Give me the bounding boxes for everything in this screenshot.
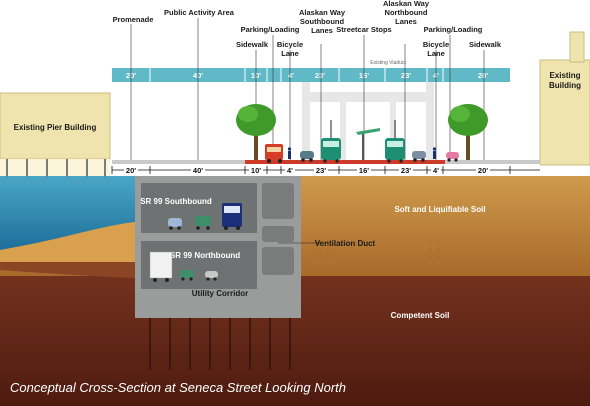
dim-sidewalk-right: 20'	[478, 71, 488, 80]
seabed-slope	[0, 222, 135, 262]
truck-icon	[265, 144, 283, 163]
label-alaskan-sb-1: Alaskan Way	[299, 8, 346, 17]
svg-text:20': 20'	[478, 166, 488, 175]
streetcar-icon	[321, 120, 341, 163]
label-alaskan-nb-1: Alaskan Way	[383, 0, 430, 8]
streetcar-shelter-icon	[356, 128, 380, 160]
svg-text:23': 23'	[316, 166, 326, 175]
svg-text:10': 10'	[251, 166, 261, 175]
dim-bike-left: 4'	[288, 71, 294, 80]
label-alaskan-sb-2: Southbound	[300, 17, 345, 26]
label-lane-left: Lane	[281, 49, 299, 58]
label-alaskan-nb-2: Northbound	[385, 8, 428, 17]
label-promenade: Promenade	[113, 15, 154, 24]
pier-piles	[6, 159, 106, 177]
existing-viaduct-label: Existing Viaduct	[370, 60, 406, 66]
svg-text:20': 20'	[126, 166, 136, 175]
car-icon	[195, 216, 211, 230]
car-icon	[300, 151, 314, 162]
label-sr99-northbound: SR 99 Northbound	[170, 251, 240, 260]
tree-icon	[448, 104, 488, 162]
existing-building	[539, 59, 590, 166]
label-alaskan-nb-3: Lanes	[395, 17, 417, 26]
existing-building-label-2: Building	[549, 81, 581, 90]
person-icon	[432, 147, 437, 159]
label-competent-soil: Competent Soil	[391, 311, 450, 320]
svg-text:4': 4'	[287, 166, 293, 175]
ventilation-duct	[262, 247, 294, 275]
leader-lines	[130, 18, 485, 160]
label-soft-soil: Soft and Liquifiable Soil	[394, 205, 485, 214]
foundation-piles	[149, 318, 291, 370]
top-labels: Promenade Public Activity Area Sidewalk …	[113, 0, 502, 58]
streetcar-icon	[385, 120, 405, 163]
label-sidewalk-right: Sidewalk	[469, 40, 502, 49]
label-sidewalk-left: Sidewalk	[236, 40, 269, 49]
label-utility-corridor: Utility Corridor	[192, 289, 248, 298]
label-lane-right: Lane	[427, 49, 445, 58]
dimension-bar	[112, 68, 510, 82]
car-icon	[168, 218, 182, 230]
person-icon	[287, 147, 292, 159]
pier-building-label: Existing Pier Building	[14, 123, 97, 132]
label-sr99-southbound: SR 99 Southbound	[140, 197, 212, 206]
car-icon	[205, 271, 218, 281]
label-alaskan-sb-3: Lanes	[311, 26, 333, 35]
label-ventilation-duct: Ventilation Duct	[315, 239, 376, 248]
car-icon	[446, 152, 459, 162]
truck-icon	[222, 203, 242, 230]
dim-nb-lanes: 23'	[401, 71, 411, 80]
truck-icon	[149, 251, 173, 282]
svg-text:23': 23'	[401, 166, 411, 175]
dim-sb-lanes: 23'	[315, 71, 325, 80]
roadway	[245, 160, 445, 164]
label-parking-loading-right: Parking/Loading	[424, 25, 483, 34]
svg-text:40': 40'	[193, 166, 203, 175]
water	[0, 176, 135, 250]
label-bicycle-left: Bicycle	[277, 40, 303, 49]
car-icon	[180, 270, 194, 281]
existing-building-label-1: Existing	[549, 71, 580, 80]
diagram-caption: Conceptual Cross-Section at Seneca Stree…	[10, 380, 346, 395]
label-bicycle-right: Bicycle	[423, 40, 449, 49]
label-parking-loading-left: Parking/Loading	[241, 25, 300, 34]
label-public-activity-area: Public Activity Area	[164, 8, 235, 17]
car-icon	[412, 151, 426, 162]
tree-icon	[236, 104, 276, 162]
svg-text:4': 4'	[433, 166, 439, 175]
svg-text:16': 16'	[359, 166, 369, 175]
ground-dimension-labels: 20' 40' 10' 4' 23' 16' 23' 4' 20'	[124, 166, 490, 175]
label-streetcar-stops: Streetcar Stops	[336, 25, 391, 34]
